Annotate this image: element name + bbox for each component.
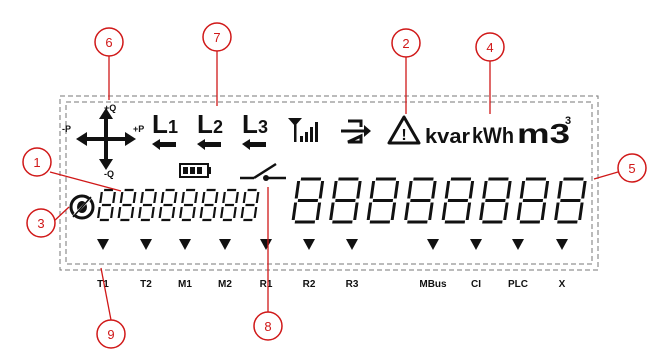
svg-text:9: 9 [107, 327, 114, 342]
svg-text:1: 1 [168, 117, 178, 137]
relay-switch-icon [240, 162, 286, 181]
tariff-marker-icon [140, 239, 152, 250]
small-digit [97, 188, 116, 222]
tariff-marker-icon [346, 239, 358, 250]
svg-text:2: 2 [213, 117, 223, 137]
tariff-marker-icon [179, 239, 191, 250]
small-digit [138, 188, 157, 222]
tariff-marker-icon [556, 239, 568, 250]
unit-m3: m3 [517, 118, 570, 149]
login-icon [341, 119, 371, 144]
tariff-marker-icon [427, 239, 439, 250]
small-digit [117, 188, 137, 222]
tariff-label: CI [471, 279, 481, 290]
plus-q-label: +Q [104, 103, 116, 113]
small-digit [158, 188, 178, 222]
svg-text:L: L [197, 109, 213, 139]
small-digit [220, 188, 239, 222]
large-digit [479, 177, 512, 224]
callout-5: 5 [617, 153, 647, 183]
tariff-label: M2 [218, 279, 232, 290]
small-digit-row [97, 188, 260, 222]
tariff-label: T2 [140, 279, 152, 290]
large-digit [554, 177, 587, 224]
small-digit [199, 188, 219, 222]
tariff-label: X [559, 279, 566, 290]
callout-6: 6 [94, 27, 124, 57]
large-digit [366, 177, 400, 224]
unit-kvar: kvar [425, 126, 470, 148]
svg-text:!: ! [401, 127, 406, 144]
tariff-label: MBus [419, 279, 447, 290]
svg-text:L: L [242, 109, 258, 139]
tariff-marker-icon [97, 239, 109, 250]
battery-icon [179, 163, 211, 178]
small-digit [240, 188, 260, 222]
phase-l3: L 3 [242, 109, 268, 150]
l2-arrow-icon [197, 139, 221, 150]
tariff-label: R2 [303, 279, 316, 290]
callout-1: 1 [22, 147, 52, 177]
callout-7: 7 [202, 22, 232, 52]
tariff-label: M1 [178, 279, 192, 290]
tariff-marker-icon [512, 239, 524, 250]
svg-text:5: 5 [628, 161, 635, 176]
svg-text:4: 4 [486, 40, 493, 55]
svg-text:1: 1 [33, 155, 40, 170]
tariff-indicator-row: T1 T2 M1 M2 R1 R2 R3 MBus CI PLC X [97, 239, 568, 290]
callout-4: 4 [475, 32, 505, 62]
unit-kwh: kWh [472, 123, 514, 148]
phase-l1: L 1 [152, 109, 178, 150]
tariff-marker-icon [303, 239, 315, 250]
tariff-label: T1 [97, 279, 109, 290]
tariff-label: R1 [260, 279, 273, 290]
svg-text:3: 3 [258, 117, 268, 137]
tariff-marker-icon [260, 239, 272, 250]
callout-2: 2 [391, 28, 421, 58]
svg-text:7: 7 [213, 30, 220, 45]
large-digit [329, 177, 362, 224]
large-digit-row [291, 177, 587, 224]
l1-arrow-icon [152, 139, 176, 150]
large-digit [516, 177, 550, 224]
minus-p-label: -P [62, 124, 71, 134]
svg-text:2: 2 [402, 36, 409, 51]
callout-8: 8 [253, 311, 283, 341]
warning-icon: ! [387, 115, 421, 145]
svg-text:L: L [152, 109, 168, 139]
svg-text:8: 8 [264, 319, 271, 334]
tariff-marker-icon [219, 239, 231, 250]
svg-text:3: 3 [37, 216, 44, 231]
power-direction-cross: +Q -Q -P +P [62, 103, 144, 179]
large-digit [291, 177, 325, 224]
callout-leaders [49, 51, 619, 321]
signal-strength-icon [288, 118, 318, 142]
no-eye-icon [69, 194, 95, 220]
svg-text:6: 6 [105, 35, 112, 50]
tariff-marker-icon [470, 239, 482, 250]
tariff-label: PLC [508, 279, 528, 290]
tariff-label: R3 [346, 279, 359, 290]
unit-exponent: 3 [565, 115, 571, 127]
callout-9: 9 [96, 319, 126, 349]
l3-arrow-icon [242, 139, 266, 150]
callout-3: 3 [26, 208, 56, 238]
phase-l2: L 2 [197, 109, 223, 150]
phase-indicators: L 1 L 2 L 3 [152, 109, 268, 150]
small-digit [179, 188, 198, 222]
minus-q-label: -Q [104, 169, 114, 179]
plus-p-label: +P [133, 124, 144, 134]
large-digit [441, 177, 475, 224]
large-digit [404, 177, 437, 224]
lcd-outer-frame [59, 95, 599, 271]
unit-symbols: kvar kWh m3 3 [425, 115, 571, 149]
